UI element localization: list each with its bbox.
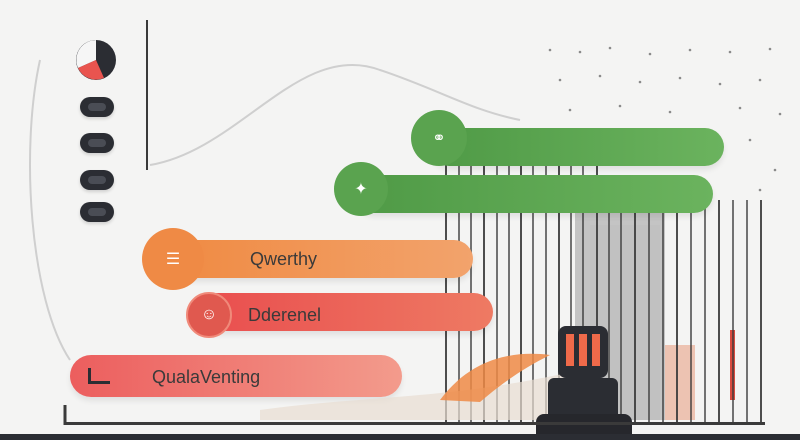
bar-orange-label: Qwerthy (250, 249, 318, 269)
bar-red[interactable] (195, 293, 493, 331)
grid-line (620, 200, 622, 422)
pie-chart-icon[interactable] (76, 40, 116, 80)
sparkle-icon: ✦ (354, 181, 368, 198)
bar-green-2-badge[interactable]: ✦ (334, 162, 388, 216)
grid-line (690, 200, 692, 422)
grid-line (520, 128, 522, 422)
smile-icon: ☺ (200, 306, 218, 323)
bar-green-1-badge[interactable]: ⚭ (411, 110, 467, 166)
toggle-icon-4[interactable] (80, 202, 114, 222)
bar-salmon[interactable] (70, 355, 402, 397)
bar-orange[interactable] (165, 240, 473, 278)
grid-line (508, 128, 510, 422)
bar-red-badge[interactable]: ☺ (186, 292, 232, 338)
bar-orange-badge[interactable]: ☰ (142, 228, 204, 290)
pie-chart-icon-shape (76, 40, 104, 80)
grid-line (608, 200, 610, 422)
stack-icon: ☰ (165, 251, 181, 268)
grid-line (483, 128, 485, 422)
bar-green-1[interactable] (430, 128, 724, 166)
baseline (65, 422, 765, 425)
grid-line (496, 128, 498, 422)
grid-line (746, 200, 748, 422)
link-icon: ⚭ (432, 130, 446, 147)
toggle-icon-1[interactable] (80, 97, 114, 117)
bar-red-label: Dderenel (248, 305, 322, 325)
grid-line (532, 128, 534, 422)
grid-line (634, 200, 636, 422)
grid-line (570, 128, 572, 422)
floor (0, 434, 800, 440)
swoosh (260, 353, 580, 420)
grid-line (760, 200, 762, 422)
grid-line (558, 128, 560, 422)
grid-line (582, 128, 584, 422)
grid-line (648, 200, 650, 422)
grid-line (704, 200, 706, 422)
grid-line (470, 128, 472, 422)
dot-pattern (548, 46, 782, 192)
grid-line (732, 200, 734, 422)
flag-icon (88, 368, 110, 384)
lantern-object (536, 326, 636, 440)
bar-salmon-label: QualaVenting (152, 367, 261, 387)
bar-green-2[interactable] (355, 175, 713, 213)
grid-line (718, 200, 720, 422)
grid-line (676, 200, 678, 422)
grid-line (662, 200, 664, 422)
toggle-icon-3[interactable] (80, 170, 114, 190)
grid-line (596, 128, 598, 422)
grid-line (545, 128, 547, 422)
toggle-icon-2[interactable] (80, 133, 114, 153)
